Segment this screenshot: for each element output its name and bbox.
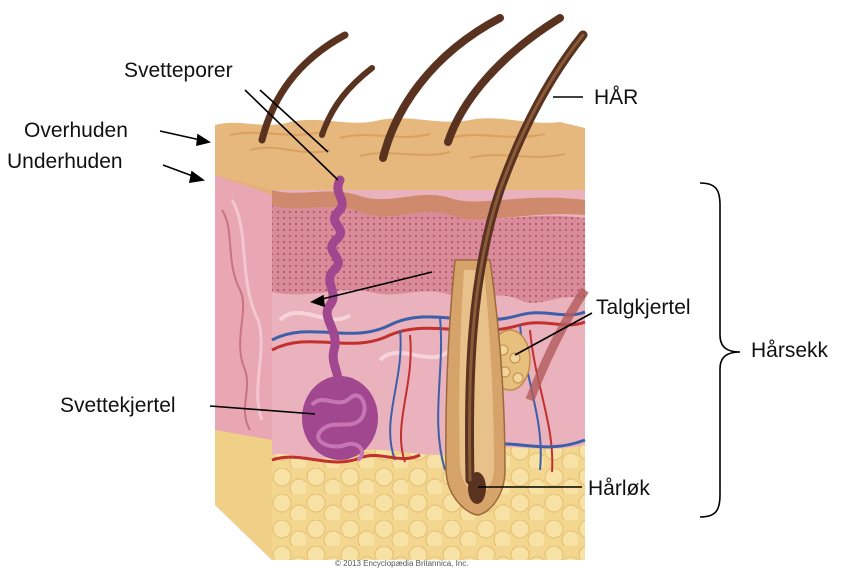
- label-har: HÅR: [594, 87, 638, 108]
- label-underhuden: Underhuden: [7, 151, 123, 172]
- copyright-credit: © 2013 Encyclopædia Britannica, Inc.: [335, 559, 469, 568]
- label-svettekjertel: Svettekjertel: [60, 395, 176, 416]
- arrowhead-overhuden: [197, 135, 209, 145]
- label-talgkjertel: Talgkjertel: [596, 297, 691, 318]
- arrowhead-underhuden: [190, 172, 203, 182]
- label-overhuden: Overhuden: [24, 120, 128, 141]
- label-svetteporer: Svetteporer: [124, 60, 233, 81]
- block-left-face: [215, 125, 272, 560]
- brace-harsekk: [700, 183, 740, 517]
- label-harlok: Hårløk: [588, 478, 650, 499]
- label-harsekk: Hårsekk: [751, 340, 828, 361]
